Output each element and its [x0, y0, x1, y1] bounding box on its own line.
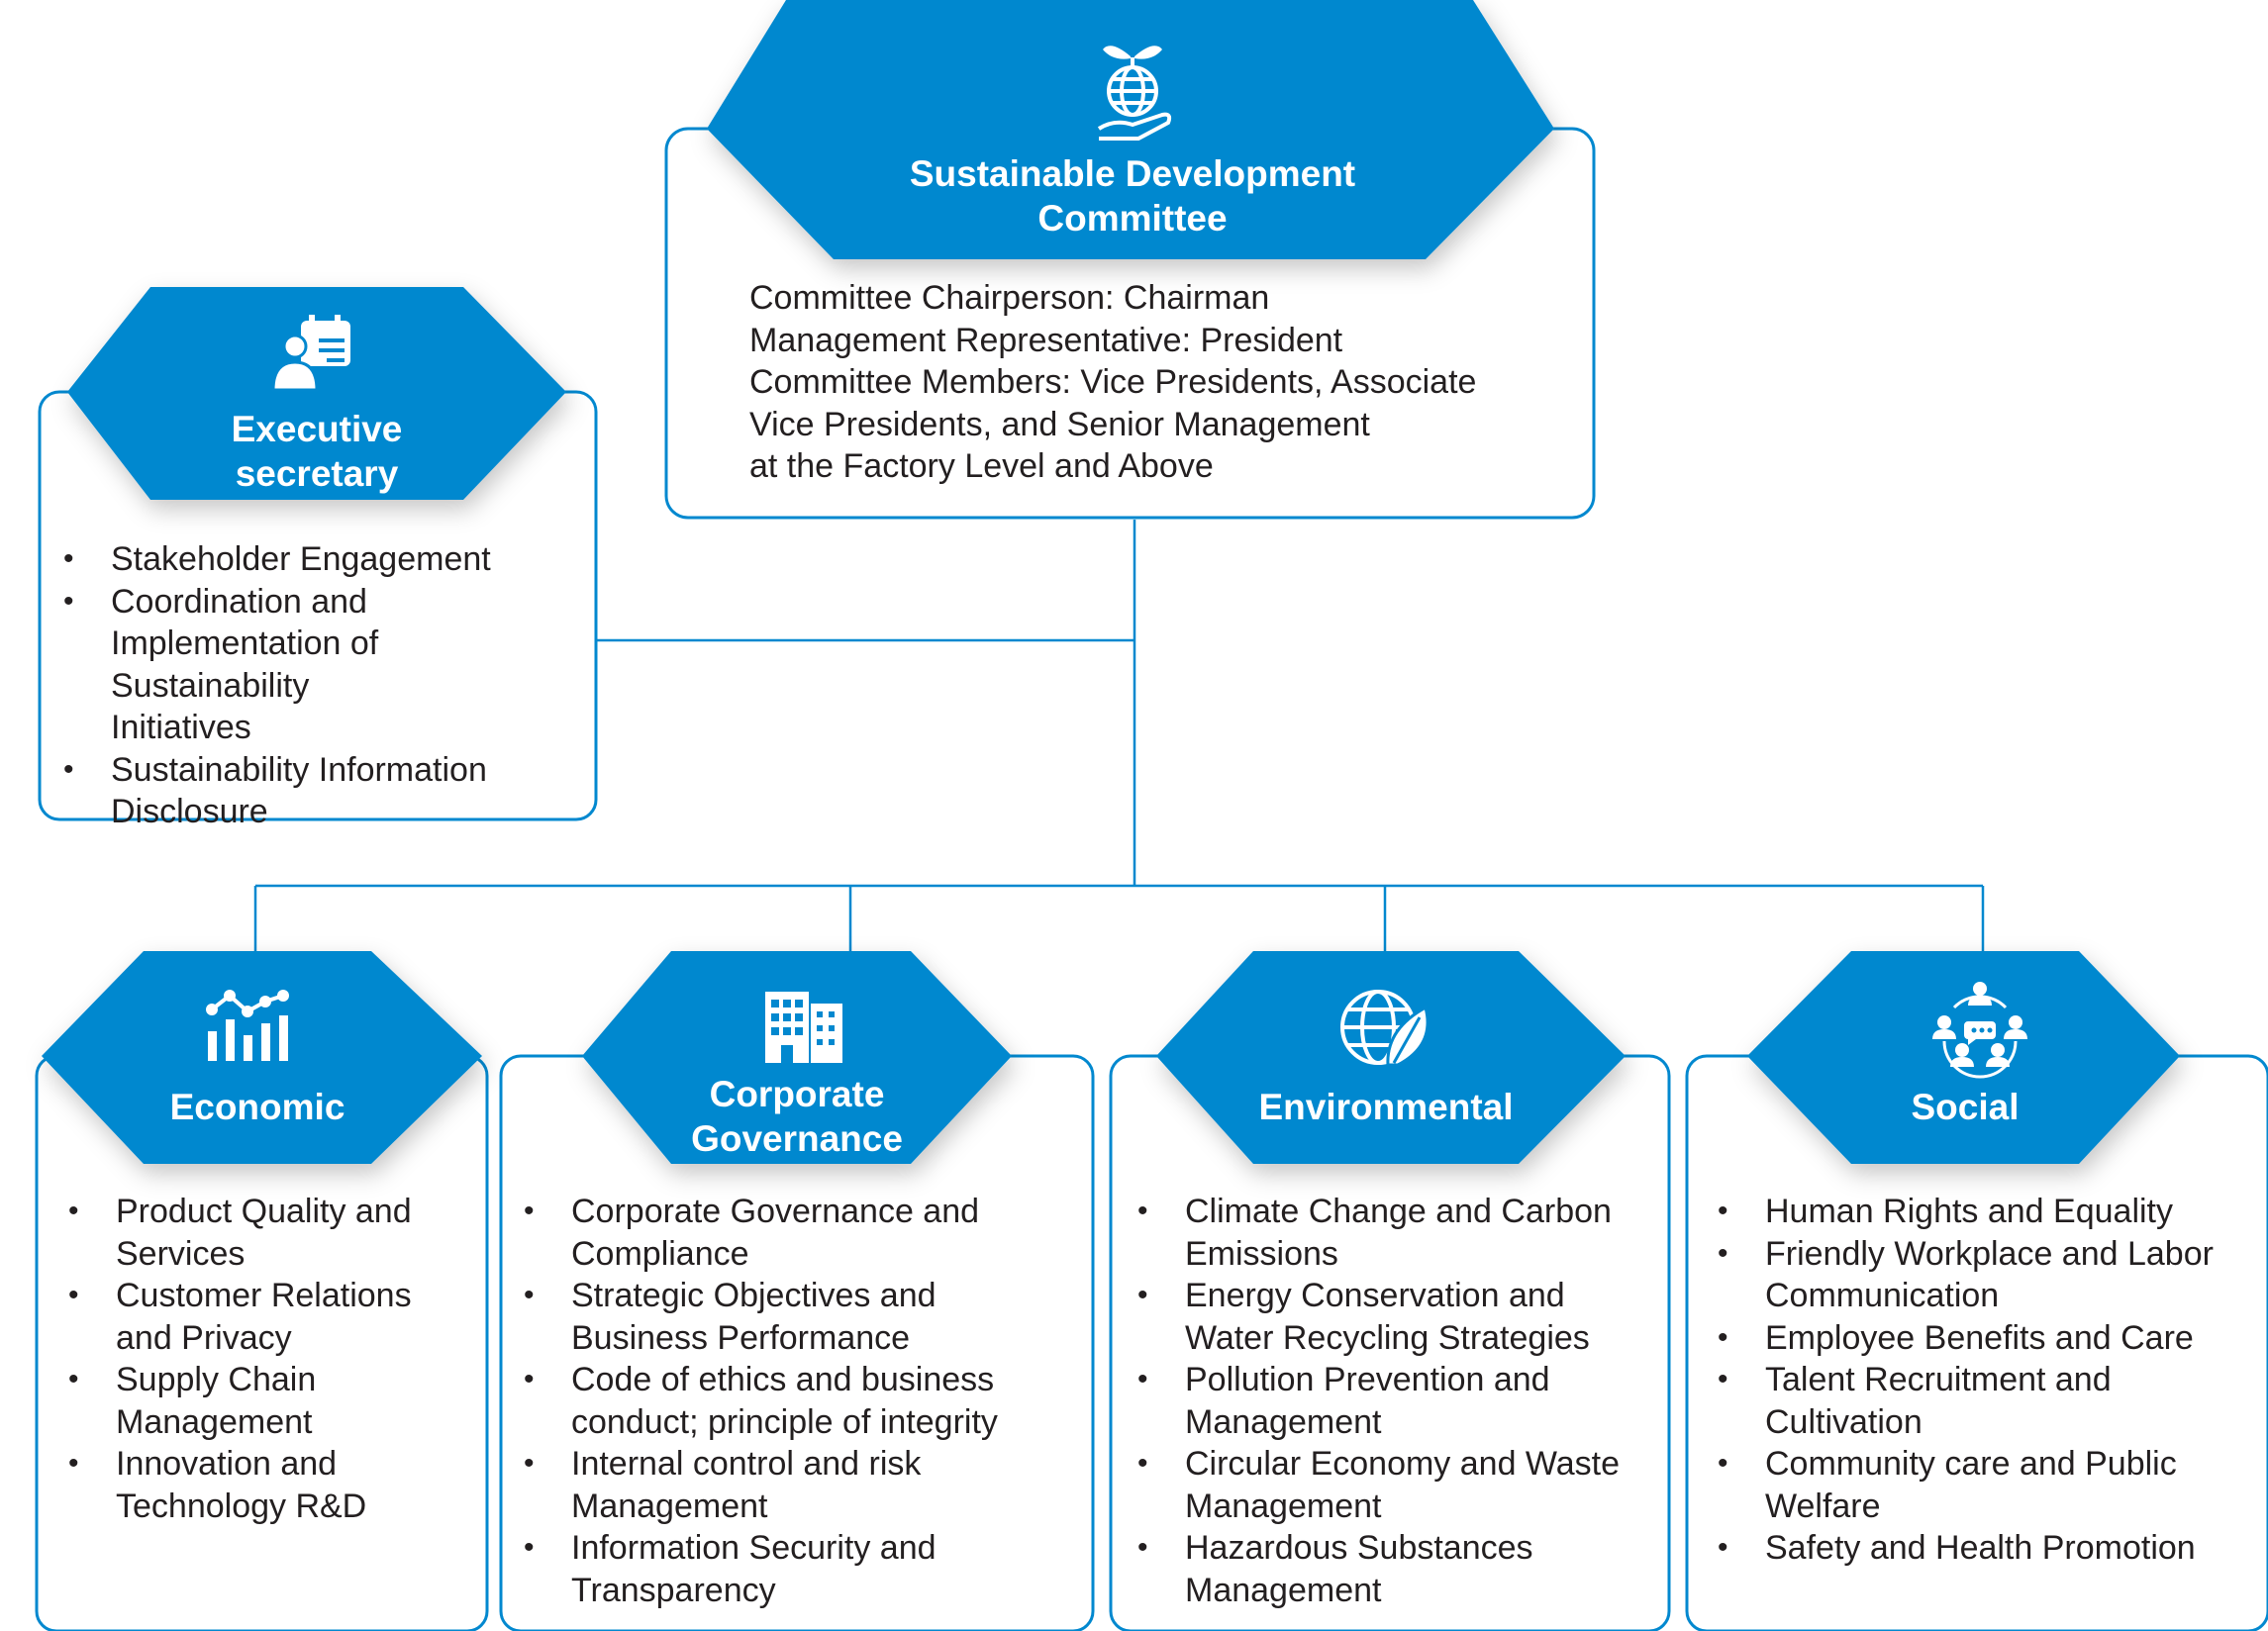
- committee-hexagon: [707, 0, 1554, 259]
- committee-line: Vice Presidents, and Senior Management: [749, 405, 1370, 443]
- hand-globe-sprout-icon: [1097, 46, 1172, 141]
- secretary-title: Executive secretary: [231, 408, 403, 494]
- committee-line: Committee Members: Vice Presidents, Asso…: [749, 363, 1477, 401]
- list-item: Information Security and Transparency: [522, 1527, 1076, 1611]
- buildings-icon: [765, 992, 842, 1063]
- list-item: Talent Recruitment and Cultivation: [1716, 1359, 2191, 1443]
- list-item: Circular Economy and Waste Management: [1135, 1443, 1660, 1527]
- secretary-hexagon: [67, 287, 566, 500]
- economic-list: Product Quality and Services Customer Re…: [66, 1191, 472, 1527]
- list-item: Sustainability Information Disclosure: [61, 749, 537, 833]
- list-item: Energy Conservation and Water Recycling …: [1135, 1275, 1660, 1359]
- globe-leaf-icon: [1340, 990, 1430, 1067]
- community-people-icon: [1932, 982, 2027, 1079]
- list-item: Customer Relations and Privacy: [66, 1275, 472, 1359]
- list-item: Safety and Health Promotion: [1716, 1527, 2265, 1570]
- connector-lines: [253, 520, 1985, 952]
- list-item: Code of ethics and business conduct; pri…: [522, 1359, 1076, 1443]
- list-item: Internal control and risk Management: [522, 1443, 997, 1527]
- environmental-title: Environmental: [1258, 1086, 1514, 1127]
- list-item: Stakeholder Engagement: [61, 538, 556, 581]
- list-item: Pollution Prevention and Management: [1135, 1359, 1660, 1443]
- committee-line: Committee Chairperson: Chairman: [749, 279, 1270, 317]
- list-item: Friendly Workplace and Labor Communicati…: [1716, 1233, 2265, 1317]
- social-list: Human Rights and Equality Friendly Workp…: [1716, 1191, 2265, 1570]
- list-item: Community care and Public Welfare: [1716, 1443, 2268, 1527]
- social-title: Social: [1911, 1086, 2020, 1127]
- list-item: Climate Change and Carbon Emissions: [1135, 1191, 1660, 1275]
- governance-title: Corporate Governance: [691, 1073, 903, 1159]
- committee-title: Sustainable Development Committee: [909, 152, 1356, 239]
- list-item: Coordination and Implementation of Susta…: [61, 581, 447, 749]
- list-item: Hazardous Substances Management: [1135, 1527, 1611, 1611]
- bar-chart-trend-icon: [206, 990, 289, 1061]
- calendar-person-icon: [271, 315, 350, 392]
- committee-line: at the Factory Level and Above: [749, 447, 1214, 485]
- list-item: Product Quality and Services: [66, 1191, 472, 1275]
- list-item: Supply Chain Management: [66, 1359, 472, 1443]
- governance-list: Corporate Governance and Compliance Stra…: [522, 1191, 1076, 1611]
- environmental-list: Climate Change and Carbon Emissions Ener…: [1135, 1191, 1660, 1611]
- committee-info: Committee Chairperson: Chairman Manageme…: [749, 277, 1561, 488]
- list-item: Human Rights and Equality: [1716, 1191, 2265, 1233]
- secretary-list: Stakeholder Engagement Coordination and …: [61, 538, 556, 833]
- list-item: Strategic Objectives and Business Perfor…: [522, 1275, 997, 1359]
- list-item: Employee Benefits and Care: [1716, 1317, 2265, 1360]
- committee-line: Management Representative: President: [749, 321, 1343, 359]
- list-item: Corporate Governance and Compliance: [522, 1191, 1076, 1275]
- economic-title: Economic: [169, 1086, 345, 1127]
- list-item: Innovation and Technology R&D: [66, 1443, 472, 1527]
